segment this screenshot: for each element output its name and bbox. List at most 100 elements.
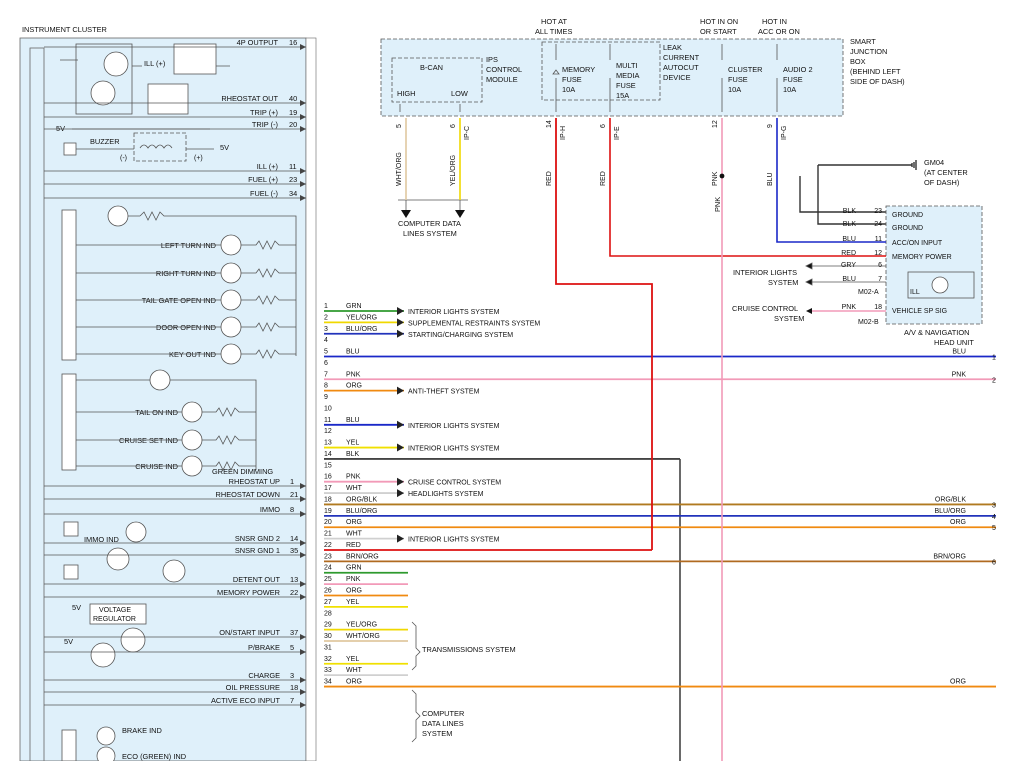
transistor-pbrake: [120, 627, 146, 653]
ill-wires: [60, 59, 230, 67]
indicator-led-icon: [220, 343, 242, 365]
connector-pin-number: 11: [324, 417, 331, 424]
voltage-regulator-line1: VOLTAGE: [99, 607, 131, 614]
voltage-regulator: [89, 603, 147, 625]
junction-connector-id: IP-H: [560, 126, 567, 140]
junction-wire-color: YEL/ORG: [450, 155, 457, 186]
conn-m02a: M02-A: [858, 289, 879, 296]
head-unit-line1: A/V & NAVIGATION: [904, 328, 969, 337]
junction-wire-color: RED: [546, 171, 553, 186]
ill-lamp-icon: [931, 276, 949, 294]
cluster-pin-number: 18: [290, 683, 298, 692]
indicator-led-icon: [220, 234, 242, 256]
indicator-driver-2: [61, 373, 77, 471]
red-memory-wire: [609, 118, 886, 257]
cluster-pin-number: 35: [290, 546, 298, 555]
head-unit-wire-color: BLK: [843, 221, 857, 228]
snsr-terminal: [63, 564, 79, 580]
cluster-pin-number: 20: [289, 120, 297, 129]
connector-wire-color: YEL: [346, 599, 359, 606]
connector-destination: SUPPLEMENTAL RESTRAINTS SYSTEM: [408, 320, 540, 327]
cluster-pin-number: 1: [290, 477, 294, 486]
leak-line1: LEAK: [663, 43, 682, 52]
head-unit-wire-color: RED: [841, 250, 856, 257]
connector-wire-color: BLU/ORG: [346, 508, 378, 515]
connector-wire-color: ORG: [346, 383, 362, 390]
cluster-pin-label: CHARGE: [248, 671, 280, 680]
connector-pin-number: 20: [324, 519, 332, 526]
data-lines-group-1: COMPUTER: [422, 709, 464, 718]
hot-on-line2: OR START: [700, 27, 737, 36]
hot-acc-line1: HOT IN: [762, 17, 787, 26]
connector-pin-number: 25: [324, 576, 332, 583]
right-out-color: BRN/ORG: [933, 553, 966, 560]
head-unit-wire-color: PNK: [842, 304, 857, 311]
cluster-pin-label: FUEL (+): [248, 175, 278, 184]
connector-wire-color: BLU/ORG: [346, 326, 378, 333]
buzzer-label: BUZZER: [90, 137, 120, 146]
cluster-pin-label: RHEOSTAT DOWN: [216, 490, 280, 499]
connector-wire-color: ORG: [346, 519, 362, 526]
connector-pin-number: 16: [324, 474, 332, 481]
destination-arrow-icon: [397, 386, 404, 395]
cluster-pin-label: DETENT OUT: [233, 575, 281, 584]
pin-arrow-icon: [300, 126, 306, 132]
indicator-led-icon: [181, 429, 203, 451]
data-lines-arrows: [401, 210, 465, 218]
connector-destination: STARTING/CHARGING SYSTEM: [408, 332, 513, 339]
brake-driver: [61, 729, 77, 761]
memory-fuse-line1: MEMORY: [562, 65, 595, 74]
connector-destination: HEADLIGHTS SYSTEM: [408, 491, 484, 498]
head-unit-pin: 7: [878, 276, 882, 283]
connector-pin-number: 1: [324, 303, 328, 310]
red-riser: [555, 118, 653, 550]
connector-wire-color: BLK: [346, 451, 360, 458]
head-unit-pin: 18: [874, 304, 882, 311]
cluster-pin-label: TRIP (-): [252, 120, 278, 129]
transmission-label: TRANSMISSIONS SYSTEM: [422, 645, 516, 654]
indicator-label: CRUISE SET IND: [119, 436, 178, 445]
pin-arrow-icon: [300, 594, 306, 600]
connector-destination: INTERIOR LIGHTS SYSTEM: [408, 423, 500, 430]
transmission-brace: [411, 621, 421, 671]
interior-line1: INTERIOR LIGHTS: [733, 268, 797, 277]
connector-wire-color: WHT: [346, 667, 363, 674]
connector-strip: [305, 37, 317, 761]
right-out-number: 6: [992, 559, 996, 566]
connector-destination: CRUISE CONTROL SYSTEM: [408, 480, 501, 487]
connector-pin-number: 34: [324, 679, 332, 686]
pin-arrow-icon: [300, 702, 306, 708]
destination-arrow-icon: [397, 318, 404, 327]
pin-arrow-icon: [300, 634, 306, 640]
b-can-low: LOW: [451, 89, 468, 98]
cluster-pin-label: ON/START INPUT: [219, 628, 280, 637]
head-unit-pin-label: MEMORY POWER: [892, 254, 952, 261]
pin-arrow-icon: [300, 181, 306, 187]
blu-acc-wire: [776, 118, 886, 243]
cluster-pin-label: SNSR GND 1: [235, 546, 280, 555]
connector-wire-color: ORG/BLK: [346, 496, 377, 503]
cluster-pin-number: 5: [290, 643, 294, 652]
connector-destination: INTERIOR LIGHTS SYSTEM: [408, 309, 500, 316]
connector-pin-number: 7: [324, 371, 328, 378]
connector-pin-number: 26: [324, 588, 332, 595]
multi-fuse-line3: FUSE: [616, 81, 636, 90]
connector-wire-color: WHT/ORG: [346, 633, 380, 640]
indicator-led-icon: [181, 455, 203, 477]
pin-arrow-icon: [300, 114, 306, 120]
gm04-line3: OF DASH): [924, 178, 959, 187]
connector-pin-number: 9: [324, 394, 328, 401]
right-out-number: 4: [992, 514, 996, 521]
cluster-pin-label: RHEOSTAT UP: [229, 477, 280, 486]
transistor-2: [90, 80, 116, 106]
connector-pin-number: 31: [324, 644, 332, 651]
interior-line2: SYSTEM: [768, 278, 798, 287]
data-lines-bracket: [398, 118, 468, 210]
head-unit-pin-label: GROUND: [892, 212, 923, 219]
connector-pin-number: 14: [324, 451, 332, 458]
buzzer-box: [133, 132, 187, 162]
ips-line1: IPS: [486, 55, 498, 64]
